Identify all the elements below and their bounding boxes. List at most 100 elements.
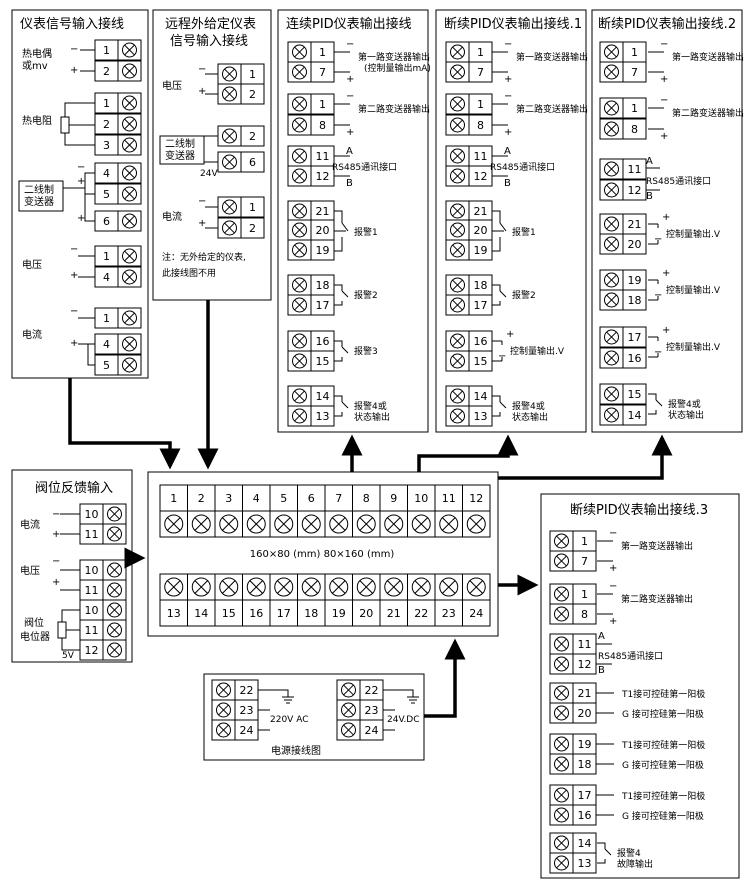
terminal-10[interactable]: 10 (79, 559, 127, 581)
terminal-15[interactable]: 15 (287, 350, 335, 372)
terminal-11[interactable]: 11 (549, 633, 597, 655)
terminal-1[interactable]: 1 (549, 583, 597, 605)
main-terminal-23[interactable]: 23 (434, 573, 463, 627)
terminal-17[interactable]: 17 (549, 784, 597, 806)
terminal-1[interactable]: 1 (599, 41, 647, 63)
terminal-7[interactable]: 7 (445, 61, 493, 83)
terminal-15[interactable]: 15 (445, 350, 493, 372)
terminal-7[interactable]: 7 (287, 61, 335, 83)
terminal-14[interactable]: 14 (287, 385, 335, 407)
main-terminal-8[interactable]: 8 (352, 484, 381, 538)
terminal-1[interactable]: 1 (287, 93, 335, 115)
terminal-1[interactable]: 1 (94, 39, 142, 61)
terminal-1[interactable]: 1 (94, 307, 142, 329)
main-terminal-14[interactable]: 14 (187, 573, 216, 627)
terminal-1[interactable]: 1 (217, 196, 265, 218)
terminal-10[interactable]: 10 (79, 503, 127, 525)
terminal-4[interactable]: 4 (94, 162, 142, 184)
terminal-14[interactable]: 14 (549, 832, 597, 854)
main-terminal-24[interactable]: 24 (462, 573, 491, 627)
main-terminal-10[interactable]: 10 (407, 484, 436, 538)
main-terminal-4[interactable]: 4 (242, 484, 271, 538)
terminal-1[interactable]: 1 (599, 97, 647, 119)
terminal-12[interactable]: 12 (287, 165, 335, 187)
terminal-4[interactable]: 4 (94, 266, 142, 288)
terminal-1[interactable]: 1 (549, 530, 597, 552)
terminal-1[interactable]: 1 (94, 92, 142, 114)
terminal-22[interactable]: 22 (211, 679, 259, 701)
terminal-17[interactable]: 17 (599, 326, 647, 348)
terminal-16[interactable]: 16 (549, 804, 597, 826)
terminal-17[interactable]: 17 (287, 294, 335, 316)
main-terminal-15[interactable]: 15 (214, 573, 243, 627)
terminal-24[interactable]: 24 (211, 719, 259, 741)
terminal-2[interactable]: 2 (94, 113, 142, 135)
terminal-1[interactable]: 1 (217, 63, 265, 85)
terminal-18[interactable]: 18 (445, 274, 493, 296)
terminal-2[interactable]: 2 (217, 125, 265, 147)
terminal-8[interactable]: 8 (445, 114, 493, 136)
terminal-19[interactable]: 19 (445, 239, 493, 261)
terminal-4[interactable]: 4 (94, 333, 142, 355)
main-terminal-6[interactable]: 6 (297, 484, 326, 538)
terminal-18[interactable]: 18 (599, 289, 647, 311)
terminal-23[interactable]: 23 (211, 699, 259, 721)
main-terminal-11[interactable]: 11 (434, 484, 463, 538)
terminal-2[interactable]: 2 (94, 60, 142, 82)
main-terminal-7[interactable]: 7 (324, 484, 353, 538)
terminal-24[interactable]: 24 (336, 719, 384, 741)
terminal-20[interactable]: 20 (287, 219, 335, 241)
terminal-7[interactable]: 7 (599, 61, 647, 83)
terminal-12[interactable]: 12 (79, 639, 127, 661)
terminal-16[interactable]: 16 (599, 347, 647, 369)
terminal-16[interactable]: 16 (287, 330, 335, 352)
terminal-19[interactable]: 19 (599, 269, 647, 291)
terminal-20[interactable]: 20 (599, 233, 647, 255)
terminal-1[interactable]: 1 (94, 245, 142, 267)
terminal-13[interactable]: 13 (549, 852, 597, 874)
terminal-19[interactable]: 19 (287, 239, 335, 261)
terminal-8[interactable]: 8 (599, 118, 647, 140)
terminal-20[interactable]: 20 (445, 219, 493, 241)
terminal-7[interactable]: 7 (549, 550, 597, 572)
terminal-20[interactable]: 20 (549, 702, 597, 724)
terminal-11[interactable]: 11 (79, 579, 127, 601)
terminal-8[interactable]: 8 (287, 114, 335, 136)
main-terminal-13[interactable]: 13 (159, 573, 188, 627)
terminal-1[interactable]: 1 (445, 41, 493, 63)
terminal-12[interactable]: 12 (549, 653, 597, 675)
terminal-21[interactable]: 21 (549, 682, 597, 704)
terminal-14[interactable]: 14 (599, 404, 647, 426)
main-terminal-3[interactable]: 3 (214, 484, 243, 538)
terminal-5[interactable]: 5 (94, 354, 142, 376)
terminal-10[interactable]: 10 (79, 599, 127, 621)
terminal-23[interactable]: 23 (336, 699, 384, 721)
main-terminal-21[interactable]: 21 (379, 573, 408, 627)
terminal-11[interactable]: 11 (445, 145, 493, 167)
main-terminal-18[interactable]: 18 (297, 573, 326, 627)
terminal-3[interactable]: 3 (94, 134, 142, 156)
terminal-6[interactable]: 6 (94, 210, 142, 232)
main-terminal-22[interactable]: 22 (407, 573, 436, 627)
terminal-17[interactable]: 17 (445, 294, 493, 316)
terminal-1[interactable]: 1 (445, 93, 493, 115)
terminal-11[interactable]: 11 (599, 158, 647, 180)
terminal-16[interactable]: 16 (445, 330, 493, 352)
terminal-2[interactable]: 2 (217, 217, 265, 239)
terminal-22[interactable]: 22 (336, 679, 384, 701)
terminal-13[interactable]: 13 (287, 405, 335, 427)
terminal-11[interactable]: 11 (79, 523, 127, 545)
terminal-21[interactable]: 21 (287, 200, 335, 222)
terminal-11[interactable]: 11 (79, 619, 127, 641)
terminal-14[interactable]: 14 (445, 385, 493, 407)
terminal-21[interactable]: 21 (445, 200, 493, 222)
terminal-8[interactable]: 8 (549, 603, 597, 625)
main-terminal-9[interactable]: 9 (379, 484, 408, 538)
terminal-1[interactable]: 1 (287, 41, 335, 63)
main-terminal-12[interactable]: 12 (462, 484, 491, 538)
main-terminal-2[interactable]: 2 (187, 484, 216, 538)
main-terminal-19[interactable]: 19 (324, 573, 353, 627)
terminal-18[interactable]: 18 (287, 274, 335, 296)
main-terminal-1[interactable]: 1 (159, 484, 188, 538)
terminal-2[interactable]: 2 (217, 83, 265, 105)
